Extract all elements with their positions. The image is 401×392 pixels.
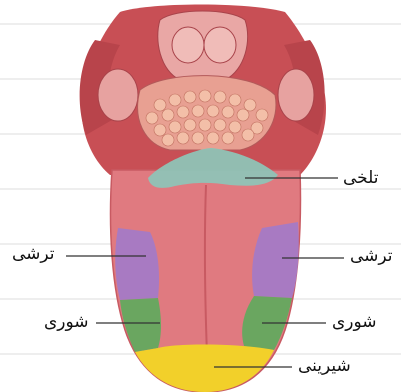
label-sweet: شیرینی bbox=[298, 358, 351, 375]
label-salty-left: شوری bbox=[44, 314, 89, 331]
salty-zone-left bbox=[120, 298, 161, 352]
label-sour-right: ترشی bbox=[350, 248, 393, 265]
sour-zone-left bbox=[115, 228, 159, 300]
label-salty-right: شوری bbox=[332, 314, 377, 331]
label-sour-left: ترشی bbox=[12, 246, 55, 263]
label-bitter: تلخی bbox=[343, 170, 379, 187]
sweet-zone bbox=[135, 344, 274, 392]
